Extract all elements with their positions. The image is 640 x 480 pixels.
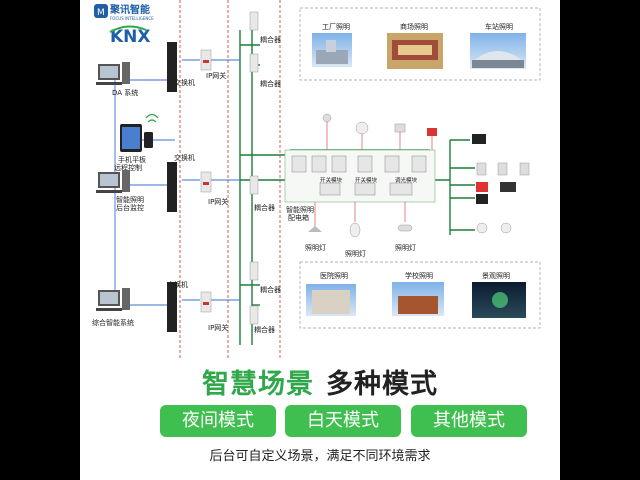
svg-text:M: M — [97, 8, 105, 18]
label-switch: 交换机 — [174, 78, 195, 87]
label-coupler: 耦合器 — [260, 35, 281, 44]
label-ip-gateway: IP网关 — [206, 71, 226, 80]
logo-en: FOCUS INTELLIGENCE — [110, 16, 154, 21]
knx-swoosh — [109, 25, 147, 33]
scene-label-bottom: 景观照明 — [482, 272, 510, 280]
scene-photo-school — [392, 282, 444, 316]
label-lamp: 照明灯 — [395, 243, 416, 252]
scene-photo-mall — [387, 33, 443, 69]
system-diagram: M 聚讯智能 FOCUS INTELLIGENCE KNX — [92, 0, 541, 360]
label-coupler: 耦合器 — [254, 203, 275, 212]
headline-black: 多种模式 — [326, 369, 438, 400]
label-energy-monitor: 智能照明后台监控 — [116, 195, 144, 212]
label-coupler: 耦合器 — [260, 79, 281, 88]
din-module-icon — [291, 155, 427, 196]
scene-label-bottom: 学校照明 — [405, 271, 433, 280]
scene-label-top: 车站照明 — [485, 22, 513, 31]
label-ip-gateway: IP网关 — [208, 197, 228, 206]
scene-panel-top — [299, 7, 541, 81]
logo-cn: 聚讯智能 — [109, 3, 150, 16]
scene-label-top: 商场照明 — [400, 22, 428, 31]
computer-icon — [96, 170, 130, 193]
scene-photo-factory — [312, 33, 352, 67]
company-logo: M 聚讯智能 FOCUS INTELLIGENCE — [94, 3, 154, 21]
scene-label-top: 工厂照明 — [322, 23, 350, 31]
computer-icon — [96, 62, 130, 85]
label-tablet-control: 手机平板 远程控制 — [114, 155, 148, 172]
night-mode-button[interactable]: 夜间模式 — [160, 405, 276, 437]
label-switch-module: 开关模块 — [320, 176, 343, 184]
label-da-system: DA 系统 — [112, 88, 138, 97]
footer-text: 后台可自定义场景，满足不同环境需求 — [209, 449, 431, 464]
computer-icon — [96, 288, 130, 311]
headline-green: 智慧场景 — [202, 369, 314, 400]
knx-logo: KNX — [110, 27, 151, 47]
scene-photo-hospital — [306, 284, 356, 316]
label-coupler: 耦合器 — [254, 325, 275, 334]
sensor-icons — [322, 113, 437, 150]
label-coupler: 耦合器 — [260, 285, 281, 294]
headline: 智慧场景多种模式 — [80, 362, 560, 401]
label-integrated-mgmt: 综合智能系统 — [92, 318, 134, 327]
tablet-icon — [120, 124, 153, 152]
label-lamp: 照明灯 — [345, 249, 366, 258]
day-mode-button[interactable]: 白天模式 — [285, 405, 401, 437]
lamp-icon — [308, 202, 413, 238]
page: M 聚讯智能 FOCUS INTELLIGENCE KNX — [80, 0, 560, 480]
label-switch-module: 开关模块 — [355, 176, 378, 184]
label-ip-gateway: IP网关 — [208, 323, 228, 332]
panel-device-icons — [472, 134, 530, 234]
scene-label-bottom: 医院照明 — [320, 271, 348, 280]
label-switch: 交换机 — [167, 280, 188, 289]
other-mode-button[interactable]: 其他模式 — [411, 405, 527, 437]
ip-gateway-icon — [200, 49, 212, 313]
label-switch: 交换机 — [174, 153, 195, 162]
network-switch-icon — [167, 42, 177, 332]
wifi-icon — [145, 113, 159, 123]
coupler-icon — [249, 11, 259, 325]
label-dimming-module: 调光模块 — [395, 176, 418, 184]
label-energy-distribution: 智能照明配电箱 — [286, 205, 314, 222]
scene-photo-station — [470, 33, 526, 69]
label-lamp: 照明灯 — [305, 243, 326, 252]
scene-panel-bottom — [299, 261, 541, 329]
scene-photo-landscape — [472, 282, 526, 318]
